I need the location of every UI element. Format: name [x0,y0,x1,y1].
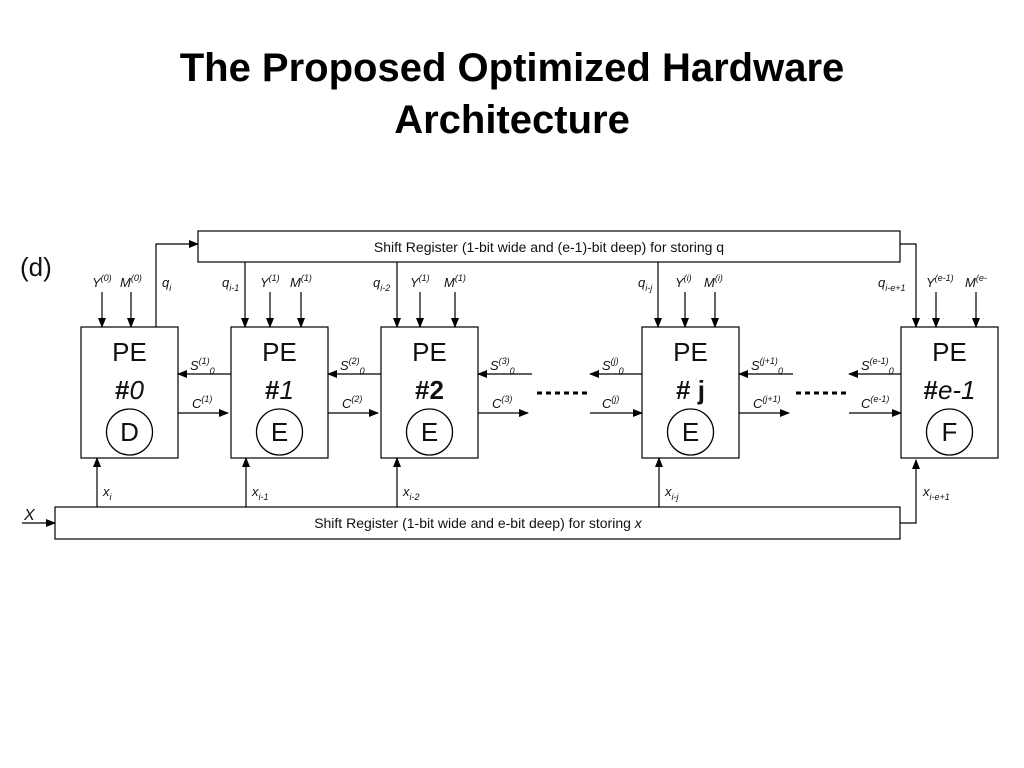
q-input-label: qi-j [638,275,653,293]
x-input-label: xi-j [664,484,679,502]
pe-type-label: E [682,417,699,447]
top-shift-register [197,230,901,263]
c-output-label: C(3) [492,394,512,411]
pe-block-1: PE #1E Y(1) M(1) qi-1 xi-1 S(2)0C(2) [222,262,382,507]
m-input-label: M(0) [120,273,142,290]
s-feedback-label: S(2)0 [340,356,365,376]
q-input-label: qi-2 [373,275,390,293]
page-title: The Proposed Optimized Hardware Architec… [0,42,1024,146]
c-output-label: C(2) [342,394,362,411]
pe-title: PE [673,337,708,367]
m-input-label: M(e- [965,273,987,290]
c-input-label: C(j) [602,394,619,411]
y-input-label: Y(1) [410,273,430,290]
pe-type-circle [105,408,154,456]
panel-label: (d) [20,252,52,282]
x-input-label: xi-2 [402,484,420,502]
s-output-label: S(e-1)0 [861,356,894,376]
pe-type-circle [405,408,454,456]
c-output-label: C(j+1) [753,394,781,411]
q-output-label: qi [162,275,172,293]
pe-title: PE [112,337,147,367]
title-line-1: The Proposed Optimized Hardware [179,46,845,90]
x-input-label: xi-1 [251,484,269,502]
pe-index: #2 [415,375,444,405]
pe-index: #e-1 [923,375,975,405]
pe-index: #1 [265,375,294,405]
c-input-label: C(e-1) [861,394,889,411]
q-last-line [900,243,920,328]
title-line-2: Architecture [394,98,630,142]
pe-type-circle [925,408,974,456]
m-input-label: M(i) [704,273,723,290]
pe-array: PE #0D Y(0) M(0) qi xi S(1)0C(1) PE #1E Y(1) M(1) q… [80,262,999,507]
pe-type-label: E [271,417,288,447]
q-input-label: qi-1 [222,275,239,293]
x-last-line [900,459,920,524]
top-shift-register-label: Shift Register (1-bit wide and (e-1)-bit… [374,239,724,255]
bottom-shift-register-label: Shift Register (1-bit wide and e-bit dee… [314,515,643,531]
pe-block-2: PE #2E Y(1) M(1) qi-2 xi-2 S(3)0C(3) [373,262,532,507]
pe-block-0: PE #0D Y(0) M(0) qi xi S(1)0C(1) [80,273,232,507]
m-input-label: M(1) [290,273,312,290]
pe-type-label: F [942,417,958,447]
pe-type-label: D [120,417,139,447]
s-output-label: S(j)0 [602,356,624,376]
pe-type-label: E [421,417,438,447]
y-input-label: Y(0) [92,273,112,290]
y-input-label: Y(i) [675,273,692,290]
pe-block-4: PE #e-1F Y(e-1) M(e-qi-e+1 xi-e+1 S(e-1)0C(e-… [848,273,999,502]
pe-title: PE [262,337,297,367]
pe-type-circle [255,408,304,456]
q-feedback-line [155,240,199,327]
pe-index: # j [676,375,705,405]
y-input-label: Y(1) [260,273,280,290]
y-input-label: Y(e-1) [926,273,954,290]
pe-title: PE [932,337,967,367]
s-feedback-label: S(3)0 [490,356,515,376]
m-input-label: M(1) [444,273,466,290]
q-input-label: qi-e+1 [878,275,906,293]
pe-type-circle [666,408,715,456]
c-output-label: C(1) [192,394,212,411]
pe-block-3: PE # j E Y(i) M(i) qi-j xi-j S(j+1)0C(j+1) S(j)0… [589,262,793,507]
input-x-label: X [23,507,36,524]
x-input-label: xi [102,484,113,502]
pe-index: #0 [115,375,144,405]
x-input-label: xi-e+1 [922,484,950,502]
pe-title: PE [412,337,447,367]
s-feedback-label: S(1)0 [190,356,215,376]
s-feedback-label: S(j+1)0 [751,356,783,376]
